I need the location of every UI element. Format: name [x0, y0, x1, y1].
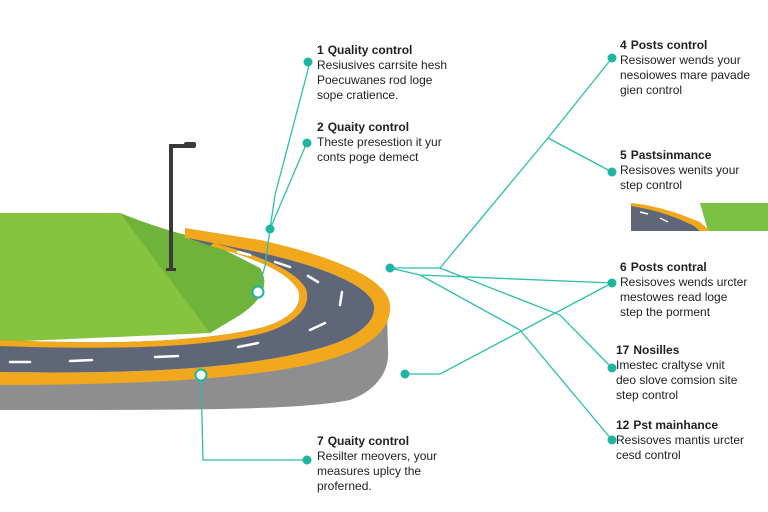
callout-number: 4 [620, 38, 627, 52]
callout-text: cesd control [616, 448, 681, 462]
callout-dot [302, 138, 312, 148]
callout-text: step control [616, 388, 679, 402]
lane-markings [8, 250, 344, 364]
callout-text: Resisoves wends urcter [620, 275, 748, 289]
callout-text: Resilter meovers, your [317, 449, 438, 463]
callout-text: step control [620, 178, 683, 192]
callout-heading: Pst mainhance [633, 418, 719, 432]
callout-dot [607, 167, 617, 177]
callout-number: 2 [317, 120, 324, 134]
callout-dot [400, 369, 410, 379]
callout-heading: Pastsinmance [630, 148, 712, 162]
callout-heading: Quaity control [327, 434, 410, 448]
callout-text: Resiusives carrsite hesh [317, 58, 448, 72]
callout-dot [607, 53, 617, 63]
callout-text: sope cratience. [317, 88, 399, 102]
callout-number: 17 [616, 343, 630, 357]
callout-ring [251, 285, 265, 299]
callout-text: Resisoves mantis urcter [616, 433, 745, 447]
callout-text: Imestec craltyse vnit [616, 358, 725, 372]
callout-text: Resisower wends your [620, 53, 741, 67]
callout-heading: Quality control [327, 43, 413, 57]
callout-number: 12 [616, 418, 630, 432]
callout-text: Theste presestion it yur [317, 135, 442, 149]
callout-text: Resisoves wenits your [620, 163, 740, 177]
callout-dots [194, 53, 617, 465]
callout-text: measures uplcy the [317, 464, 422, 478]
callout-text: deo slove comsion site [616, 373, 738, 387]
callout-heading: Nosilles [633, 343, 680, 357]
callout-text: step the porment [620, 305, 711, 319]
gravel-base [0, 312, 389, 410]
callout-text: gien control [620, 83, 683, 97]
callout-text: conts poge demect [317, 150, 419, 164]
callout-text: nesoiowes mare pavade [620, 68, 751, 82]
callout-heading: Posts control [630, 38, 708, 52]
callout-dot [607, 278, 617, 288]
callout-number: 7 [317, 434, 324, 448]
callout-dot [385, 263, 395, 273]
callout-dot [302, 455, 312, 465]
street-lamp-icon [166, 142, 196, 271]
road-inset-thumbnail [631, 203, 768, 231]
leader-lines [200, 57, 613, 461]
callout-text: mestowes read loge [620, 290, 728, 304]
callout-heading: Quaity control [327, 120, 410, 134]
callout-dot [607, 435, 617, 445]
callout-number: 1 [317, 43, 324, 57]
callout-heading: Posts contral [630, 260, 707, 274]
callout-dot [303, 57, 313, 67]
callout-dot [607, 363, 617, 373]
callout-number: 5 [620, 148, 627, 162]
callout-text: proferned. [317, 479, 372, 493]
grass-slope-shade [120, 213, 265, 333]
callout-number: 6 [620, 260, 627, 274]
callout-text: Poecuwanes rod loge [317, 73, 433, 87]
callout-dot [265, 224, 275, 234]
callout-ring [194, 368, 208, 382]
